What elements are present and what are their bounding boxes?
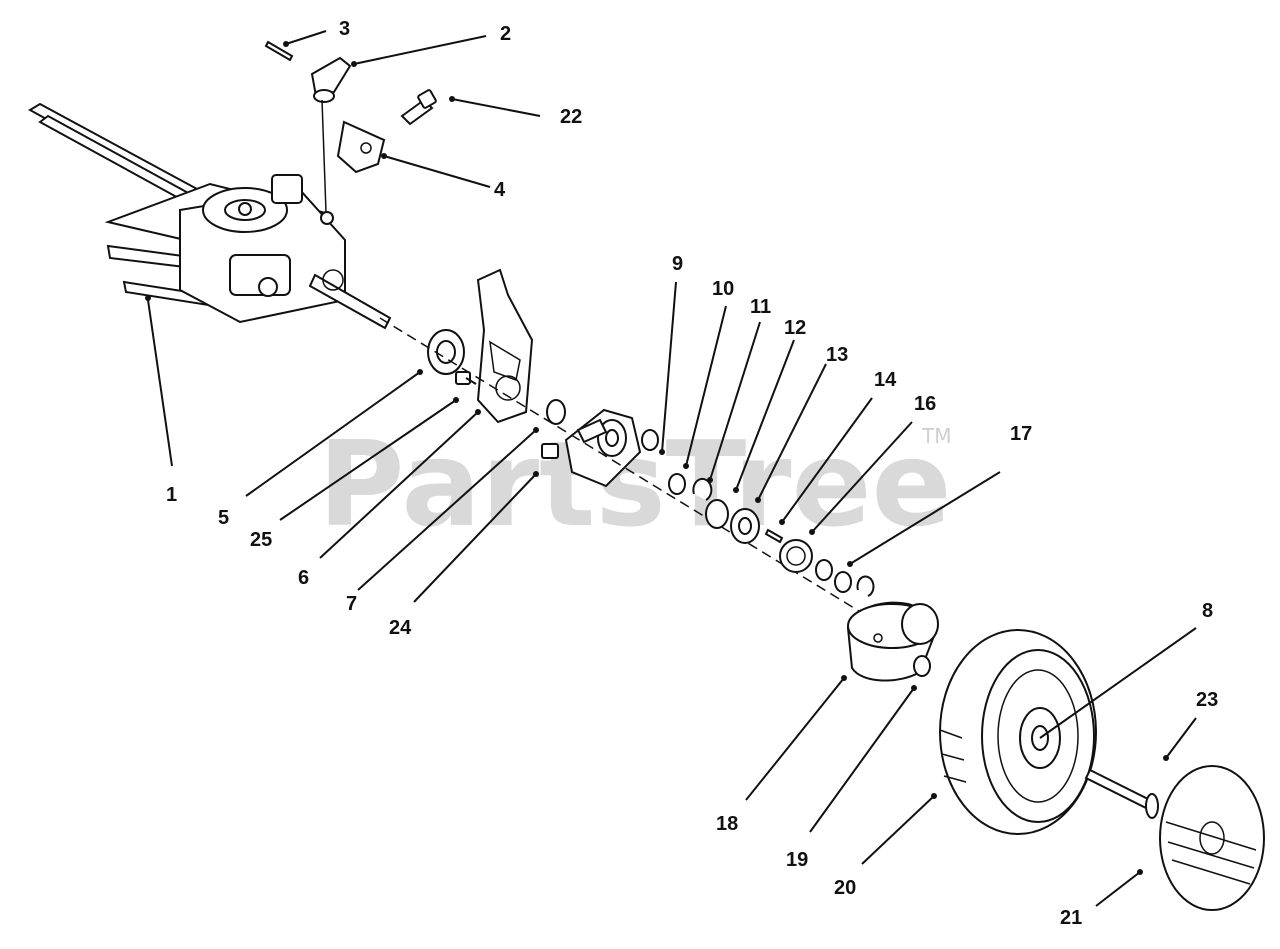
callout-23: 23	[1196, 689, 1218, 711]
callout-10: 10	[712, 278, 734, 300]
callout-11: 11	[750, 296, 771, 318]
axle-bolt	[1084, 768, 1159, 819]
callout-18: 18	[716, 813, 738, 835]
callout-8: 8	[1202, 600, 1213, 622]
bushing	[427, 329, 465, 375]
o-ring	[546, 399, 566, 425]
seal-12	[705, 499, 729, 529]
callout-5: 5	[218, 507, 229, 529]
callout-9: 9	[672, 253, 683, 275]
nut	[541, 443, 559, 459]
transmission-housing	[179, 174, 392, 330]
pinion-gear-16	[779, 539, 813, 573]
callout-12: 12	[784, 317, 806, 339]
retaining-ring	[856, 575, 875, 597]
callout-6: 6	[298, 567, 309, 589]
callout-4: 4	[494, 179, 506, 201]
bearing-13	[730, 508, 760, 544]
washer-19	[913, 655, 931, 677]
drive-shaft-assembly	[27, 102, 334, 312]
hex-bolt	[455, 371, 477, 385]
callout-19: 19	[786, 849, 808, 871]
bolt	[400, 89, 437, 126]
callout-24: 24	[389, 617, 412, 639]
callout-1: 1	[166, 484, 177, 506]
leader-lines	[145, 30, 1197, 907]
callout-20: 20	[834, 877, 856, 899]
hub-cap	[1159, 765, 1265, 911]
washer-17	[815, 559, 833, 581]
callout-21: 21	[1060, 907, 1082, 929]
callout-16: 16	[914, 393, 936, 415]
callout-3: 3	[339, 18, 350, 40]
washer-9	[641, 429, 659, 451]
axle-housing	[564, 408, 642, 488]
callout-22: 22	[560, 106, 582, 128]
watermark-trademark: TM	[921, 424, 951, 448]
wheel	[939, 629, 1097, 835]
gear-cover-plate	[476, 268, 534, 424]
callout-17: 17	[1010, 423, 1032, 445]
callout-13: 13	[826, 344, 848, 366]
callout-14: 14	[874, 369, 897, 391]
callout-2: 2	[500, 23, 511, 45]
callout-labels: 3 2 22 4 1 5 25 6 7 24 9 10 11 12 13 14 …	[166, 18, 1218, 929]
spacer	[834, 571, 852, 593]
callout-7: 7	[346, 593, 357, 615]
cotter-pin	[264, 40, 294, 62]
key-14	[764, 528, 784, 544]
retaining-ring-11	[692, 477, 713, 501]
washer-10	[668, 473, 686, 495]
wheel-gear-cup	[846, 601, 939, 682]
shift-knob	[310, 56, 352, 103]
callout-25: 25	[250, 529, 272, 551]
